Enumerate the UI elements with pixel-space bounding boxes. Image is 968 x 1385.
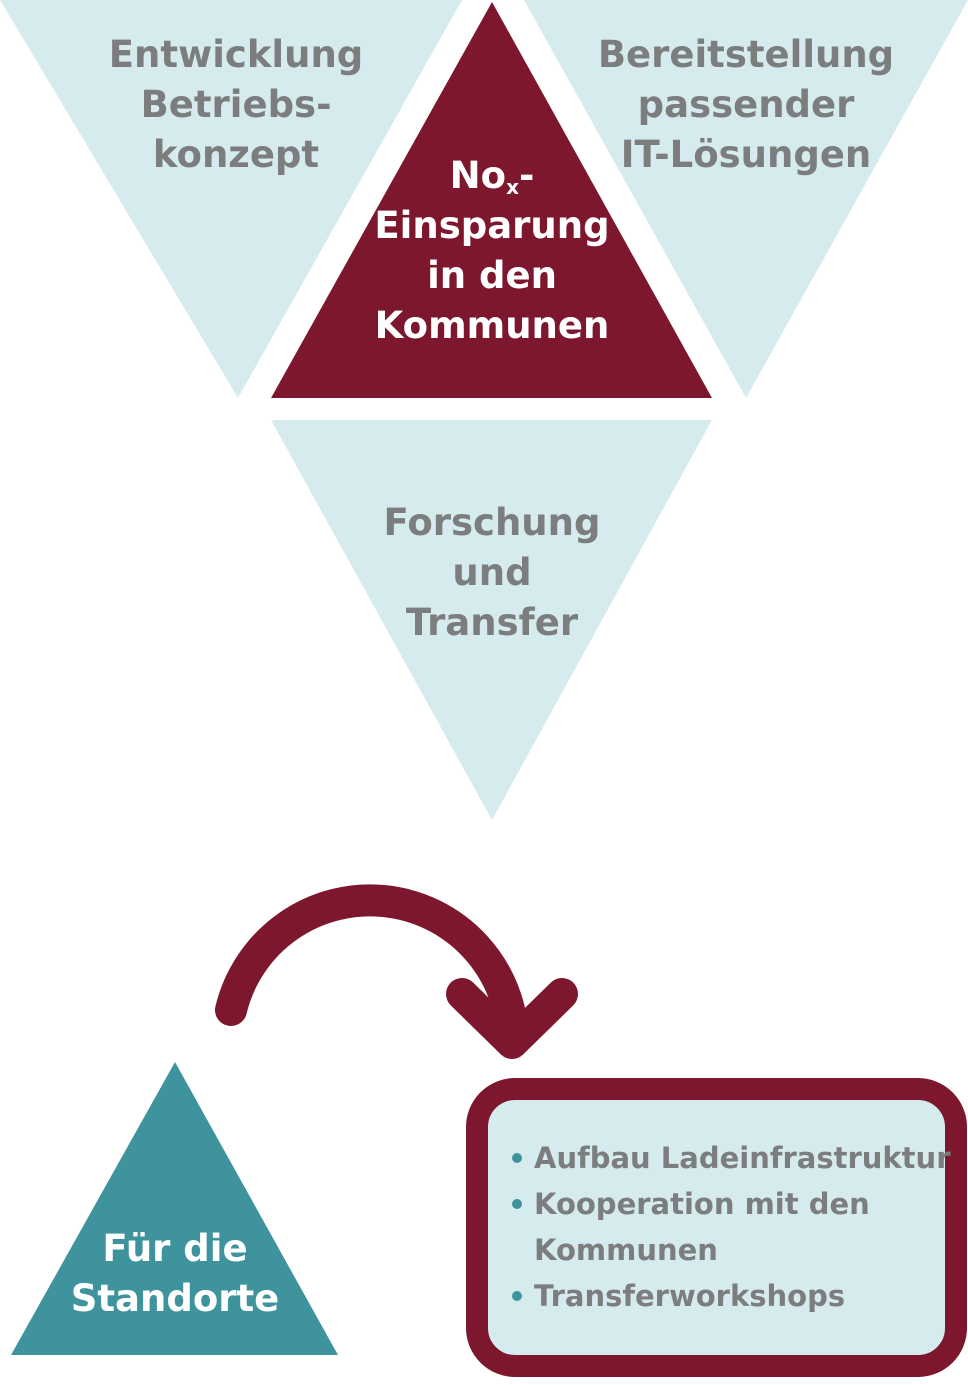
list-item-text: Kooperation mit den xyxy=(534,1187,870,1221)
label-line: Bereitstellung xyxy=(597,33,895,76)
label-nox-einsparung: Nox- Einsparung in den Kommunen xyxy=(352,151,632,351)
triangle-nox-einsparung xyxy=(271,2,712,398)
label-line: in den xyxy=(427,254,557,297)
bullet-list: Aufbau Ladeinfrastruktur Kooperation mit… xyxy=(512,1135,951,1319)
bullet-icon xyxy=(512,1153,522,1163)
label-line: Einsparung xyxy=(374,204,610,247)
label-line: passender xyxy=(637,83,855,126)
label-line: Transfer xyxy=(405,601,579,644)
label-standorte: Für die Standorte xyxy=(45,1224,305,1324)
nox-main: No xyxy=(449,154,507,197)
label-bereitstellung: Bereitstellung passender IT-Lösungen xyxy=(586,30,906,180)
list-item: Kooperation mit den Kommunen xyxy=(512,1181,951,1273)
triangle-forschung xyxy=(271,420,712,820)
label-forschung: Forschung und Transfer xyxy=(352,498,632,648)
nox-subscript: x xyxy=(506,175,519,199)
list-item: Aufbau Ladeinfrastruktur xyxy=(512,1135,951,1181)
bullet-icon xyxy=(512,1199,522,1209)
info-box xyxy=(466,1078,967,1377)
label-line-nox: Nox- xyxy=(352,151,632,201)
triangle-standorte xyxy=(11,1062,338,1355)
label-line: IT-Lösungen xyxy=(620,133,872,176)
label-line: Standorte xyxy=(70,1277,280,1320)
label-line: Forschung xyxy=(383,501,601,544)
list-item-text-line2: Kommunen xyxy=(534,1233,718,1267)
label-line: und xyxy=(452,551,532,594)
label-line: Für die xyxy=(102,1227,248,1270)
list-item: Transferworkshops xyxy=(512,1273,951,1319)
triangle-entwicklung xyxy=(0,0,462,398)
list-item-text: Transferworkshops xyxy=(534,1279,846,1313)
label-line: Kommunen xyxy=(374,304,610,347)
arrow-head-icon xyxy=(446,978,578,1059)
triangle-bereitstellung xyxy=(524,0,968,398)
label-line: Betriebs- xyxy=(140,83,332,126)
label-line: Entwicklung xyxy=(108,33,364,76)
nox-suffix: - xyxy=(518,154,535,197)
label-entwicklung: Entwicklung Betriebs- konzept xyxy=(86,30,386,180)
label-line: konzept xyxy=(152,133,320,176)
list-item-text: Aufbau Ladeinfrastruktur xyxy=(534,1141,951,1175)
bullet-icon xyxy=(512,1291,522,1301)
curved-arrow-icon xyxy=(215,884,529,1056)
